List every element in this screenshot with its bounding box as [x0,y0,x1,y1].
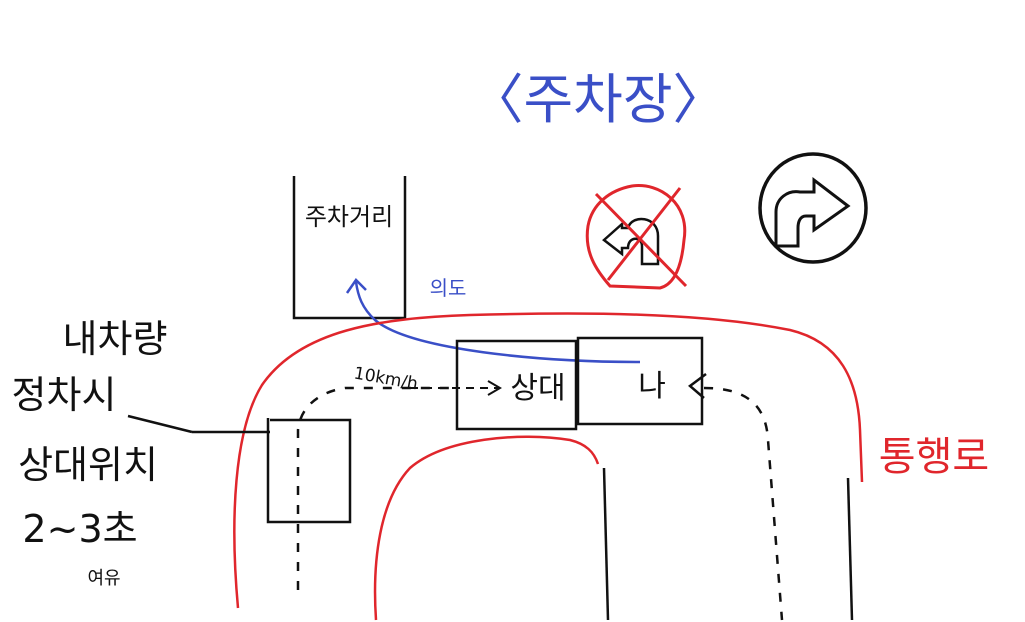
parking-space: 주차거리 [292,176,407,320]
note-line-4: 2~3초 [22,507,137,551]
my-car: 나 [576,336,707,426]
other-car: 상대 [455,339,578,431]
passage-label: 통행로 [879,434,989,480]
left-pointer-line [127,414,193,434]
dashed-travel-path [296,386,784,621]
speed-arrow: 10km/h [352,364,502,396]
other-car-label: 상대 [510,371,565,406]
stopped-car-position [266,418,352,524]
right-turn-sign [758,152,868,264]
right-turn-icon [774,176,851,248]
speed-label: 10km/h [352,364,419,395]
my-car-arrowhead [688,373,707,399]
note-line-2: 정차시 [12,373,117,417]
left-notes: 내차량 정차시 상대위치 2~3초 여유 [12,317,168,589]
outer-road-edge [233,312,864,609]
note-line-1: 내차량 [63,317,168,361]
note-line-5: 여유 [87,568,120,589]
inner-road-edge [373,435,600,621]
intent-arrow: 의도 [345,276,641,364]
prohibition-slash-2 [606,187,682,281]
note-line-3: 상대위치 [18,443,158,487]
path-lines [127,414,854,621]
my-car-label: 나 [638,369,666,404]
diagram-title: 〈주차장〉 [469,68,726,131]
intent-label: 의도 [430,276,467,300]
parking-space-label: 주차거리 [305,203,393,231]
road-boundaries [233,312,864,621]
no-u-turn-sign [585,184,688,290]
